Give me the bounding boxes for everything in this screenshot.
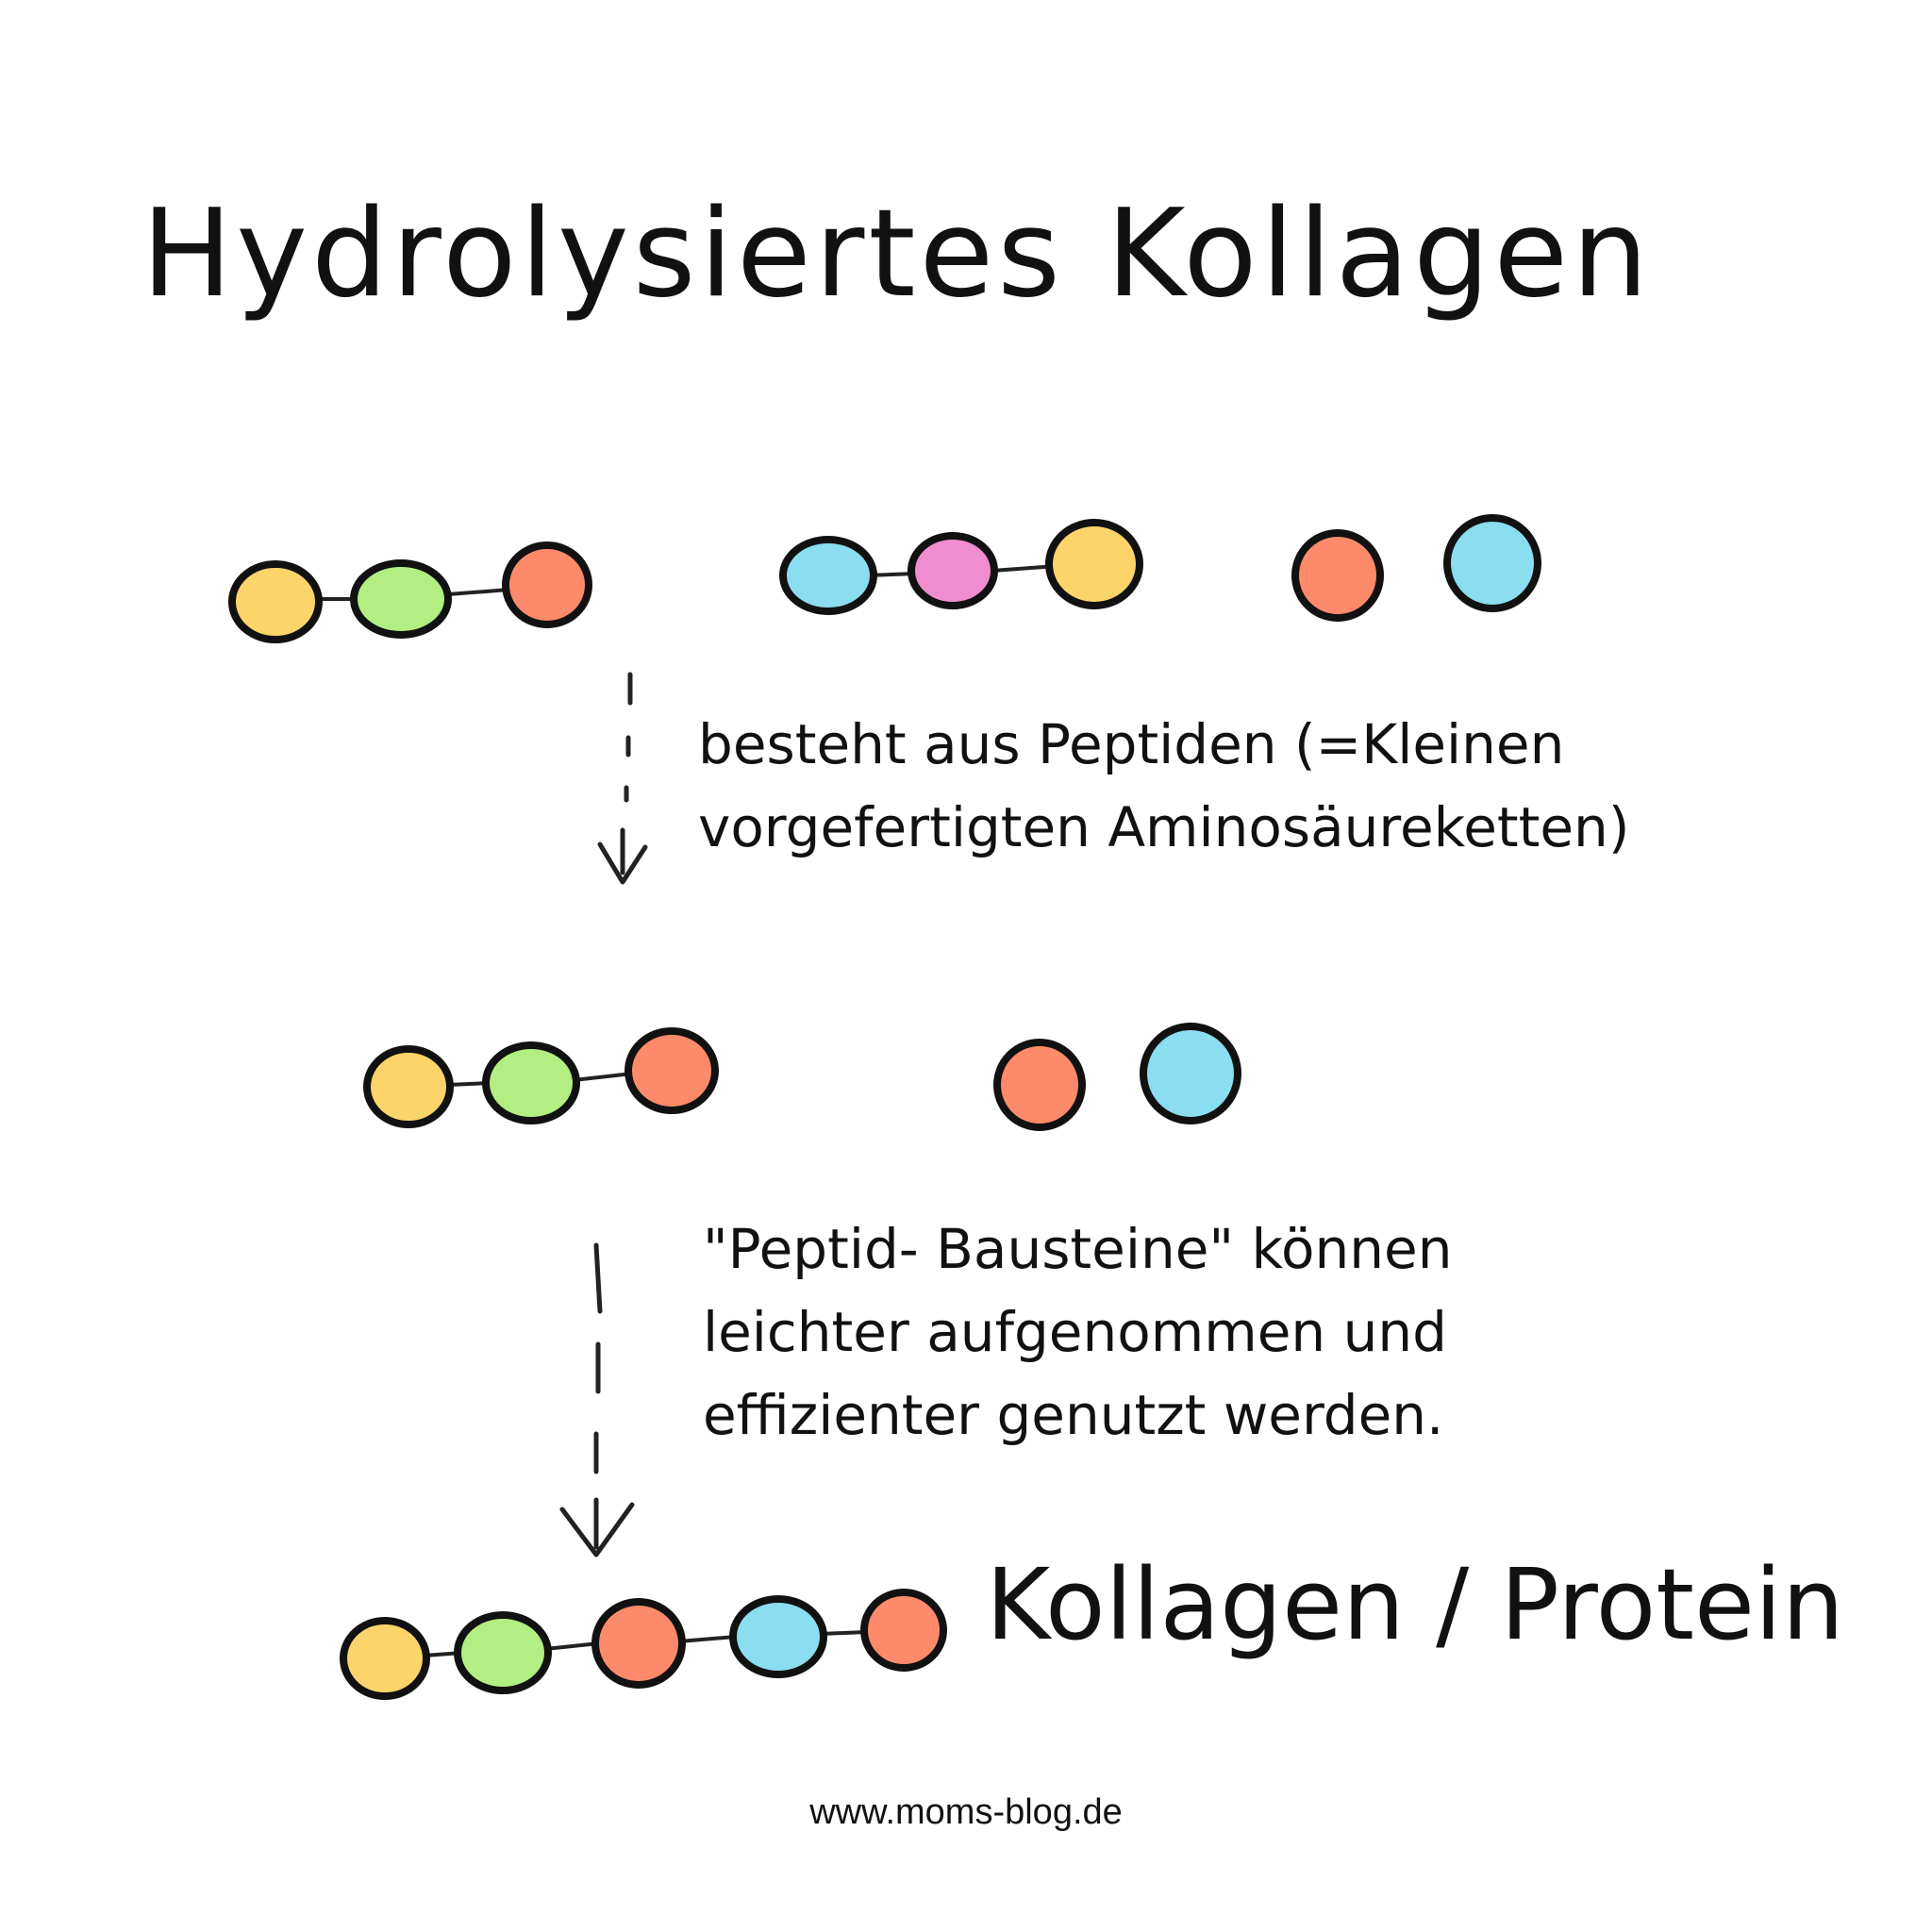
peptide-chain-3-top [228,541,592,643]
amino-acid-orange [860,1589,947,1672]
amino-acid-yellow [1045,519,1143,609]
amino-acid-blue-single [1443,514,1541,612]
peptide-bond [678,1635,737,1643]
protein-chain [340,1589,947,1700]
amino-acid-yellow [228,560,323,643]
caption-line: leichter aufgenommen und [703,1300,1447,1364]
arrow-dash [593,1242,603,1314]
amino-acid-orange-single [993,1039,1086,1131]
amino-acid-orange [625,1027,719,1114]
caption-line: "Peptid- Bausteine" können [703,1217,1453,1281]
dashed-arrow-down [597,672,648,885]
amino-acid-green [482,1041,580,1124]
caption-line: vorgefertigten Aminosäureketten) [698,795,1630,859]
caption-peptides: besteht aus Peptiden (=Kleinen vorgefert… [698,703,1629,869]
diagram-title: Hydrolysiertes Kollagen [142,184,1653,325]
amino-acid-pink [908,532,998,609]
amino-acid-blue [779,536,877,615]
caption-line: besteht aus Peptiden (=Kleinen [698,712,1565,776]
caption-absorption: "Peptid- Bausteine" können leichter aufg… [703,1208,1453,1457]
result-label: Kollagen / Protein [986,1547,1844,1662]
arrow-head [597,841,648,885]
amino-acid-orange [502,541,592,628]
peptide-bond [820,1630,867,1636]
peptide-bond [573,1072,633,1082]
amino-acid-orange-single [1291,529,1384,622]
caption-line: effizienter genutzt werden. [703,1383,1444,1447]
amino-acid-green [350,559,452,639]
amino-acid-orange [591,1598,686,1689]
peptide-bond [447,588,510,596]
peptide-chain-3-middle [363,1027,719,1128]
amino-acid-green [454,1611,552,1694]
footer-url: www.moms-blog.de [809,1792,1123,1832]
amino-acid-blue [729,1595,827,1678]
dashed-arrow-down [559,1242,635,1557]
amino-acid-yellow [363,1045,454,1128]
amino-acid-blue-single [1140,1023,1241,1124]
peptide-bond [544,1641,600,1651]
peptide-chain-3-top-right [779,519,1143,615]
arrow-head [559,1502,635,1557]
amino-acid-yellow [340,1617,430,1700]
